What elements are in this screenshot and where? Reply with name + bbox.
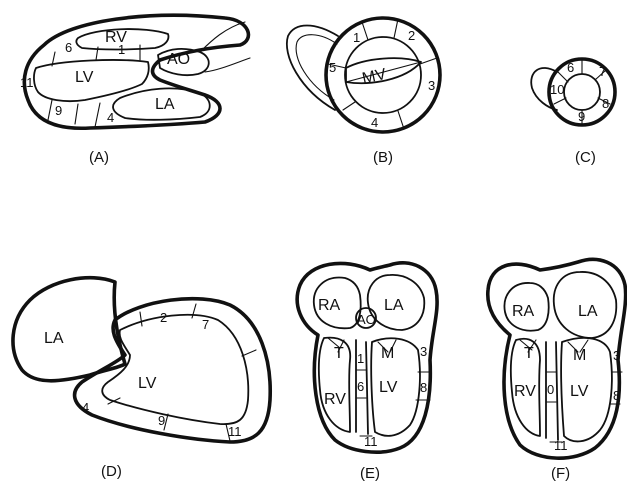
panel-e-seg-8: 8 — [420, 380, 427, 395]
panel-f-seg-11: 11 — [554, 438, 568, 453]
panel-b: 1 2 5 3 4 MV (B) — [287, 18, 440, 166]
panel-f: RA LA T M RV LV 3 0 8 11 (F) — [488, 259, 626, 482]
panel-e-label-rv: RV — [324, 391, 346, 408]
panel-d-label-lv: LV — [138, 375, 157, 392]
panel-d-lv-cavity — [102, 315, 248, 424]
panel-f-label-rv: RV — [514, 383, 536, 400]
panel-c-seg-9: 9 — [578, 109, 585, 124]
panel-e-caption: (E) — [360, 465, 380, 482]
panel-a-seg-1: 1 — [118, 42, 125, 57]
panel-f-caption: (F) — [551, 465, 570, 482]
panel-d-seg-4: 4 — [82, 400, 89, 415]
panel-a-seg-11: 11 — [20, 75, 34, 90]
panel-d-caption: (D) — [101, 463, 122, 480]
panel-f-seg-0: 0 — [547, 382, 554, 397]
panel-c-endocardium — [564, 74, 600, 110]
panel-b-caption: (B) — [373, 149, 393, 166]
panel-e-label-ao: AO — [357, 312, 376, 327]
panel-a: RV LV LA AO 6 1 11 9 4 (A) — [20, 15, 250, 166]
panel-e-label-t: T — [334, 345, 344, 362]
panel-d-seg-11: 11 — [228, 424, 242, 439]
panel-c: 6 7 10 8 9 (C) — [531, 59, 615, 166]
panel-f-label-m: M — [573, 347, 586, 364]
panel-b-seg-3: 3 — [428, 78, 435, 93]
panel-c-seg-6: 6 — [567, 60, 574, 75]
panel-e-seg-1: 1 — [357, 351, 364, 366]
panel-e-label-m: M — [381, 345, 394, 362]
panel-d-seg-7: 7 — [202, 317, 209, 332]
panel-e-seg-6: 6 — [357, 379, 364, 394]
panel-a-label-ao: AO — [167, 51, 190, 68]
panel-c-seg-7: 7 — [599, 64, 606, 79]
panel-f-label-ra: RA — [512, 303, 535, 320]
panel-c-seg-10: 10 — [550, 82, 564, 97]
panel-d-lv-outline — [75, 299, 271, 442]
panel-d: LA LV 2 7 4 9 11 (D) — [13, 278, 270, 480]
panel-d-seg-9: 9 — [158, 413, 165, 428]
panel-f-seg-3: 3 — [613, 348, 620, 363]
panel-e-label-la: LA — [384, 297, 404, 314]
panel-a-seg-4: 4 — [107, 110, 114, 125]
panel-c-seg-8: 8 — [602, 96, 609, 111]
panel-e: RA LA AO T M RV LV 1 3 6 8 11 (E) — [297, 263, 437, 482]
panel-a-label-lv: LV — [75, 69, 94, 86]
panel-b-label-mv: MV — [361, 66, 388, 88]
panel-f-label-la: LA — [578, 303, 598, 320]
panel-a-seg-9: 9 — [55, 103, 62, 118]
panel-b-seg-1: 1 — [353, 30, 360, 45]
panel-e-seg-3: 3 — [420, 344, 427, 359]
panel-a-label-la: LA — [155, 96, 175, 113]
panel-a-seg-6: 6 — [65, 40, 72, 55]
panel-f-label-t: T — [524, 345, 534, 362]
panel-b-seg-5: 5 — [329, 60, 336, 75]
panel-a-caption: (A) — [89, 149, 109, 166]
panel-d-seg-2: 2 — [160, 310, 167, 325]
panel-b-seg-4: 4 — [371, 115, 378, 130]
panel-d-label-la: LA — [44, 330, 64, 347]
panel-e-label-lv: LV — [379, 379, 398, 396]
panel-b-seg-2: 2 — [408, 28, 415, 43]
panel-c-caption: (C) — [575, 149, 596, 166]
panel-f-seg-8: 8 — [613, 388, 620, 403]
panel-e-seg-11: 11 — [364, 434, 378, 449]
panel-f-label-lv: LV — [570, 383, 589, 400]
panel-e-label-ra: RA — [318, 297, 341, 314]
